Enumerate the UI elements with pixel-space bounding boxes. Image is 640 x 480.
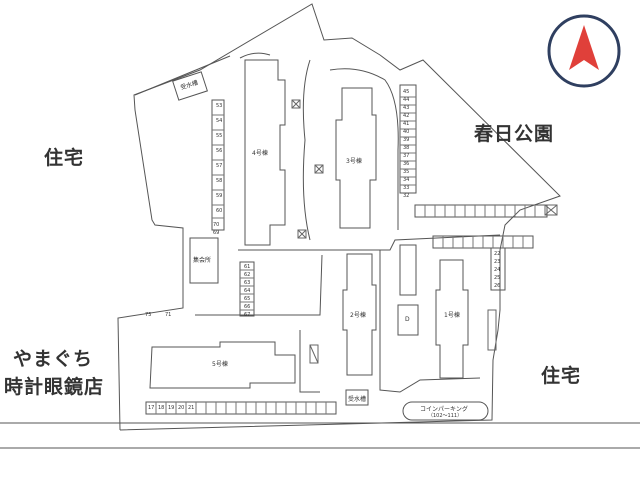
label-meeting-hall: 集会所 xyxy=(193,257,212,264)
parking-space-number: 55 xyxy=(216,133,223,139)
parking-strip-west-lines xyxy=(145,84,548,415)
label-shop-line1: やまぐち xyxy=(13,348,94,370)
parking-space-number: 73 xyxy=(145,312,152,318)
coin-parking-area xyxy=(402,401,489,421)
parking-space-number: 54 xyxy=(216,118,223,124)
parking-space-number: 60 xyxy=(216,208,223,214)
parking-space-number: 39 xyxy=(403,137,410,143)
parking-space-number: 45 xyxy=(403,89,410,95)
building-3 xyxy=(335,87,377,229)
parking-space-number: 24 xyxy=(494,267,501,273)
label-building-4: 4号棟 xyxy=(252,150,268,157)
label-shop-line2: 時計眼鏡店 xyxy=(4,376,105,398)
parking-ticks-61 xyxy=(240,269,254,311)
north-arrow-icon xyxy=(547,14,621,88)
water-tank-top xyxy=(172,71,208,101)
label-building-5: 5号棟 xyxy=(212,361,228,368)
parking-space-number: 22 xyxy=(494,251,501,257)
parking-ticks-top xyxy=(424,205,536,217)
label-building-1: 1号棟 xyxy=(444,312,460,319)
parking-space-number: 71 xyxy=(165,312,172,318)
site-boundary xyxy=(117,3,561,431)
inner-road-edge-4 xyxy=(195,254,323,316)
north-boundary xyxy=(134,55,231,96)
label-residential-right: 住宅 xyxy=(541,365,582,387)
parking-space-number: 57 xyxy=(216,163,223,169)
label-coin-parking-range: （102〜111） xyxy=(428,413,463,419)
water-tank-bottom xyxy=(345,389,369,406)
parking-ticks-bottom xyxy=(155,402,327,414)
parking-ticks-east xyxy=(400,96,416,186)
parking-space-number: 59 xyxy=(216,193,223,199)
parking-space-number: 21 xyxy=(188,405,195,411)
parking-space-number: 20 xyxy=(178,405,185,411)
building-1 xyxy=(435,259,469,379)
label-building-2: 2号棟 xyxy=(350,312,366,319)
parking-space-number: 23 xyxy=(494,259,501,265)
parking-space-number: 58 xyxy=(216,178,223,184)
parking-space-number: 34 xyxy=(403,177,410,183)
label-building-3: 3号棟 xyxy=(346,158,362,165)
parking-space-number: 40 xyxy=(403,129,410,135)
parking-space-number: 63 xyxy=(244,280,251,286)
parking-space-number: 67 xyxy=(244,312,251,318)
parking-space-number: 56 xyxy=(216,148,223,154)
parking-space-number: 64 xyxy=(244,288,251,294)
parking-space-number: 42 xyxy=(403,113,410,119)
parking-space-number: 37 xyxy=(403,153,410,159)
inner-road-edge xyxy=(239,52,311,241)
parking-space-number: 65 xyxy=(244,296,251,302)
parking-space-number: 18 xyxy=(158,405,165,411)
building-2 xyxy=(342,253,377,376)
inner-road-edge-6 xyxy=(299,330,320,393)
building-4 xyxy=(244,59,286,246)
parking-space-number: 36 xyxy=(403,161,410,167)
parking-space-number: 53 xyxy=(216,103,223,109)
parking-space-number: 19 xyxy=(168,405,175,411)
parking-ticks-53 xyxy=(212,114,224,219)
hatched-markers xyxy=(291,99,558,364)
parking-space-number: 17 xyxy=(148,405,155,411)
parking-space-number: 33 xyxy=(403,185,410,191)
building-5 xyxy=(149,341,296,389)
parking-space-number: 35 xyxy=(403,169,410,175)
parking-space-number: 44 xyxy=(403,97,410,103)
small-building-d xyxy=(397,304,419,336)
parking-space-number: 32 xyxy=(403,193,410,199)
inner-road-edge-2 xyxy=(329,68,399,230)
label-building-d: D xyxy=(405,316,410,323)
parking-space-number: 38 xyxy=(403,145,410,151)
parking-space-number: 43 xyxy=(403,105,410,111)
parking-space-number: 25 xyxy=(494,275,501,281)
label-park: 春日公園 xyxy=(474,123,555,145)
small-building-box xyxy=(399,244,417,296)
parking-space-number: 41 xyxy=(403,121,410,127)
parking-space-number: 70 xyxy=(213,222,220,228)
parking-space-number: 26 xyxy=(494,283,501,289)
compass-arrow xyxy=(569,25,599,70)
label-residential-left: 住宅 xyxy=(44,147,85,169)
parking-ticks-mid xyxy=(442,236,524,248)
inner-road-edge-3 xyxy=(238,234,501,251)
parking-space-number: 66 xyxy=(244,304,251,310)
parking-space-number: 61 xyxy=(244,264,251,270)
label-coin-parking: コインパーキング xyxy=(420,406,468,413)
label-water-tank-bottom: 受水槽 xyxy=(348,396,367,403)
parking-space-number: 69 xyxy=(213,230,220,236)
inner-road-edge-5 xyxy=(379,250,481,393)
parking-space-number: 62 xyxy=(244,272,251,278)
meeting-hall xyxy=(189,237,219,284)
